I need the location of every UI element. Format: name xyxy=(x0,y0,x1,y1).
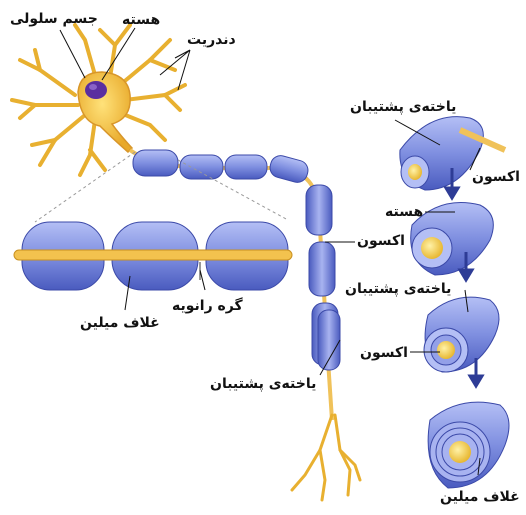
label-node-ranvier: گره رانویه xyxy=(172,299,243,313)
label-schwann-top: یاخته‌ی پشتیبان xyxy=(350,100,456,114)
label-axon-mid: اکسون xyxy=(357,234,405,248)
label-nucleus-right: هسته xyxy=(385,205,423,219)
label-axon-right-mid: اکسون xyxy=(360,346,408,360)
myelination-step-3 xyxy=(424,297,499,372)
label-myelin-right: غلاف میلین xyxy=(440,490,520,504)
label-schwann-bottom: یاخته‌ی پشتیبان xyxy=(210,377,316,391)
label-axon-right-top: اکسون xyxy=(472,170,520,184)
label-nucleus-top: هسته xyxy=(122,13,160,27)
label-myelin-left: غلاف میلین xyxy=(80,316,160,330)
myelination-step-4 xyxy=(428,402,509,488)
label-cell-body: جسم سلولی xyxy=(10,12,98,26)
nucleus xyxy=(85,81,107,99)
label-schwann-right-mid: یاخته‌ی پشتیبان xyxy=(345,282,451,296)
cell-body xyxy=(78,72,132,152)
axon-terminals xyxy=(292,415,360,500)
label-dendrites: دندریت xyxy=(187,33,236,47)
enlarged-segment xyxy=(14,222,292,290)
